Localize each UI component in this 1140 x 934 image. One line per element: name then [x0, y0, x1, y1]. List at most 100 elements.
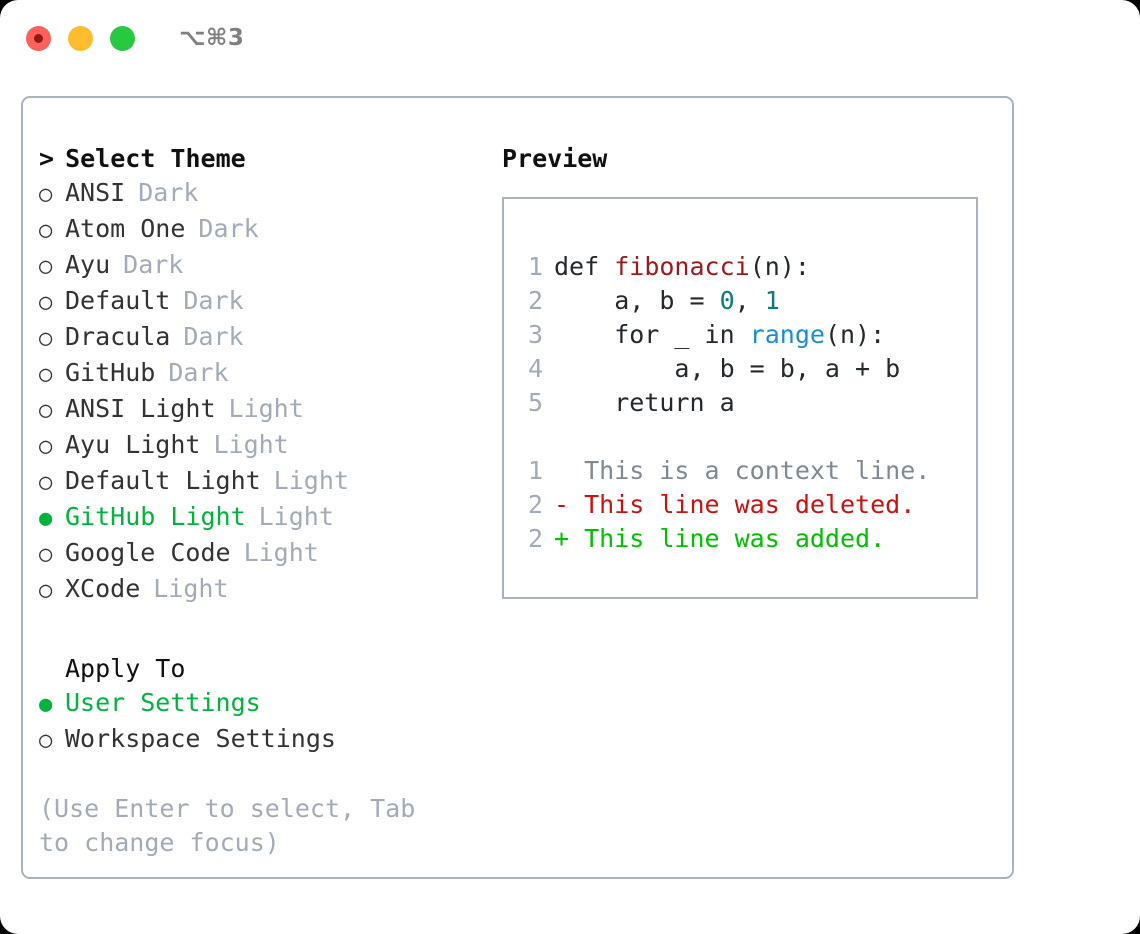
theme-option-github[interactable]: ○ GitHub Dark — [39, 356, 483, 392]
select-theme-heading: > Select Theme — [39, 142, 483, 176]
radio-empty-icon: ○ — [39, 470, 53, 495]
theme-option-default-light[interactable]: ○ Default Light Light — [39, 464, 483, 500]
apply-to-heading: Apply To — [65, 654, 186, 683]
diff-text: This line was deleted. — [569, 490, 916, 519]
theme-option-dracula[interactable]: ○ Dracula Dark — [39, 320, 483, 356]
radio-empty-icon: ○ — [39, 434, 53, 459]
theme-option-label: GitHub Light — [65, 502, 246, 531]
theme-option-label: Default — [65, 286, 171, 315]
diff-line: 2- This line was deleted. — [521, 488, 976, 522]
radio-empty-icon: ○ — [39, 326, 53, 351]
caret-icon: > — [39, 144, 55, 173]
radio-empty-icon: ○ — [39, 362, 53, 387]
radio-empty-icon: ○ — [39, 728, 53, 753]
code-line-number: 4 — [527, 354, 543, 383]
code-line: 2 a, b = 0, 1 — [521, 284, 976, 318]
diff-marker: - — [554, 490, 570, 519]
diff-line: 1 This is a context line. — [521, 454, 976, 488]
code-token-plain: (n): — [824, 320, 886, 349]
theme-option-tag: Light — [258, 502, 334, 531]
apply-to-option-user-settings[interactable]: ● User Settings — [39, 686, 483, 722]
theme-option-tag: Light — [273, 466, 349, 495]
code-token-plain: for _ in — [554, 320, 750, 349]
code-line: 5 return a — [521, 386, 976, 420]
radio-selected-icon: ● — [39, 692, 53, 717]
spacer — [39, 758, 483, 792]
apply-to-option-label: User Settings — [65, 688, 261, 717]
theme-option-label: GitHub — [65, 358, 156, 387]
theme-option-tag: Dark — [168, 358, 229, 387]
diff-text: This is a context line. — [569, 456, 931, 485]
code-line-number: 1 — [527, 252, 543, 281]
theme-option-label: Ayu — [65, 250, 111, 279]
spacer — [39, 608, 483, 652]
theme-option-tag: Dark — [183, 286, 244, 315]
theme-option-tag: Light — [243, 538, 319, 567]
theme-option-label: XCode — [65, 574, 141, 603]
diff-line-number: 2 — [527, 524, 543, 553]
radio-selected-icon: ● — [39, 506, 53, 531]
code-token-plain: return a — [554, 388, 735, 417]
keyboard-shortcut-label: ⌥⌘3 — [179, 25, 245, 51]
code-line: 1 def fibonacci(n): — [521, 250, 976, 284]
code-token-plain: a, b = b, a + b — [554, 354, 901, 383]
diff-line: 2 + This line was added. — [521, 522, 976, 556]
theme-option-label: Dracula — [65, 322, 171, 351]
theme-option-default[interactable]: ○ Default Dark — [39, 284, 483, 320]
radio-empty-icon: ○ — [39, 290, 53, 315]
theme-option-label: Default Light — [65, 466, 261, 495]
theme-option-tag: Light — [213, 430, 289, 459]
radio-empty-icon: ○ — [39, 398, 53, 423]
code-token-plain: (n): — [749, 252, 810, 281]
theme-option-tag: Dark — [123, 250, 184, 279]
code-line: 3 for _ in range(n): — [521, 318, 976, 352]
apply-to-option-workspace-settings[interactable]: ○ Workspace Settings — [39, 722, 483, 758]
diff-sample: 1 This is a context line.2- This line wa… — [521, 454, 976, 556]
diff-marker: + — [554, 524, 570, 553]
select-theme-heading-label: Select Theme — [65, 144, 246, 173]
diff-line-number: 1 — [527, 456, 543, 485]
theme-option-tag: Dark — [198, 214, 259, 243]
theme-option-label: Google Code — [65, 538, 231, 567]
theme-option-ansi-light[interactable]: ○ ANSI Light Light — [39, 392, 483, 428]
zoom-button[interactable] — [110, 25, 135, 51]
theme-option-tag: Dark — [183, 322, 244, 351]
theme-option-ayu[interactable]: ○ Ayu Dark — [39, 248, 483, 284]
traffic-lights — [26, 25, 135, 51]
diff-marker — [554, 456, 569, 485]
apply-to-option-label: Workspace Settings — [65, 724, 336, 753]
code-token-fn: fibonacci — [614, 252, 750, 281]
code-line-number: 5 — [527, 388, 543, 417]
theme-option-tag: Light — [228, 394, 304, 423]
code-line-number: 3 — [527, 320, 543, 349]
code-token-plain: def — [554, 252, 615, 281]
theme-option-label: Ayu Light — [65, 430, 201, 459]
theme-option-label: ANSI Light — [65, 394, 216, 423]
close-button[interactable] — [26, 25, 51, 51]
code-token-plain: a, b = — [554, 286, 720, 315]
keyboard-hint-text: (Use Enter to select, Tab to change focu… — [39, 794, 431, 857]
code-line: 4 a, b = b, a + b — [521, 352, 976, 386]
title-bar: ⌥⌘3 — [0, 0, 1140, 76]
theme-option-label: Atom One — [65, 214, 186, 243]
diff-text: This line was added. — [569, 524, 886, 553]
radio-empty-icon: ○ — [39, 254, 53, 279]
code-line-number: 2 — [527, 286, 543, 315]
theme-option-ayu-light[interactable]: ○ Ayu Light Light — [39, 428, 483, 464]
theme-option-github-light[interactable]: ● GitHub Light Light — [39, 500, 483, 536]
code-token-builtin: range — [749, 320, 825, 349]
theme-option-tag: Dark — [138, 178, 199, 207]
minimize-button[interactable] — [68, 25, 93, 51]
radio-empty-icon: ○ — [39, 578, 53, 603]
